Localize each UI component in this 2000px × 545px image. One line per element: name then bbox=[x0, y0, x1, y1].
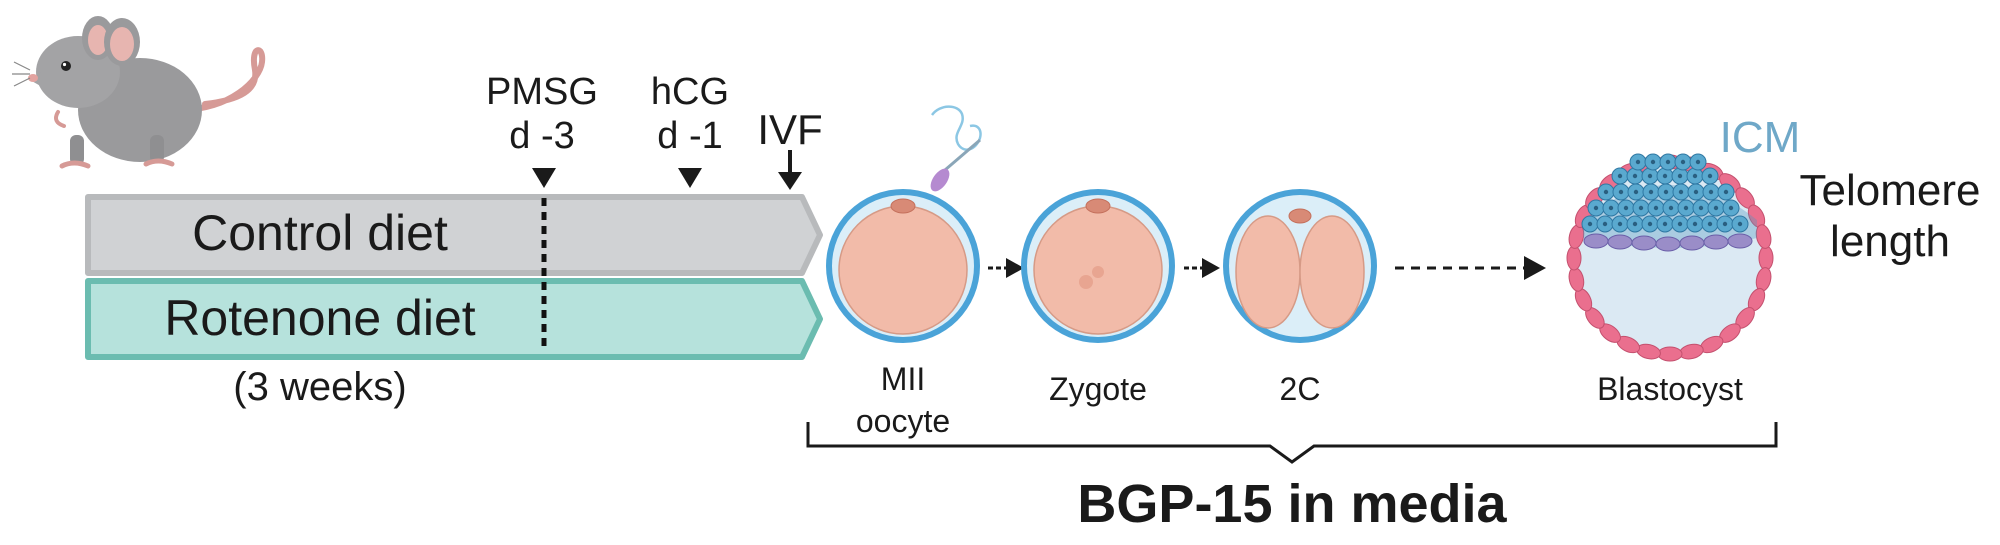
primitive-endoderm-cell bbox=[1703, 234, 1729, 250]
diet-duration-label: (3 weeks) bbox=[233, 365, 406, 409]
primitive-endoderm-cell bbox=[1679, 235, 1705, 251]
icm-nucleus bbox=[1632, 173, 1638, 179]
icm-nucleus bbox=[1650, 159, 1656, 165]
pmsg-marker-icon bbox=[532, 168, 556, 188]
mii-oocyte-icon bbox=[826, 189, 980, 343]
icm-nucleus bbox=[1647, 173, 1653, 179]
sperm-icon bbox=[930, 105, 982, 192]
blastocyst-icon bbox=[1566, 153, 1774, 362]
icm-nucleus bbox=[1695, 159, 1701, 165]
length-label: length bbox=[1830, 217, 1950, 266]
icm-nucleus bbox=[1692, 221, 1698, 227]
icm-nucleus bbox=[1737, 221, 1743, 227]
blastocyst-label: Blastocyst bbox=[1597, 371, 1743, 407]
icm-nucleus bbox=[1677, 221, 1683, 227]
rotenone-diet-bar bbox=[85, 278, 823, 360]
icm-nucleus bbox=[1678, 189, 1684, 195]
icm-nucleus bbox=[1693, 189, 1699, 195]
ivf-arrow-icon bbox=[778, 172, 802, 190]
treatment-bracket bbox=[806, 422, 1778, 464]
stage-arrow-head-icon bbox=[1006, 258, 1024, 278]
icm-label: ICM bbox=[1720, 113, 1801, 162]
icm-nucleus bbox=[1618, 189, 1624, 195]
icm-nucleus bbox=[1707, 173, 1713, 179]
icm-nucleus bbox=[1647, 221, 1653, 227]
icm-nucleus bbox=[1713, 205, 1719, 211]
icm-nucleus bbox=[1677, 173, 1683, 179]
trophectoderm-cell bbox=[1657, 346, 1683, 362]
primitive-endoderm-cell bbox=[1583, 233, 1609, 249]
icm-nucleus bbox=[1663, 189, 1669, 195]
treatment-label: BGP-15 in media bbox=[1077, 474, 1507, 534]
trophectoderm-cell bbox=[1755, 224, 1772, 249]
pmsg-day-label: d -3 bbox=[509, 115, 574, 157]
control-diet-label: Control diet bbox=[192, 205, 448, 261]
icm-nucleus bbox=[1662, 221, 1668, 227]
icm-nucleus bbox=[1680, 159, 1686, 165]
icm-nucleus bbox=[1707, 221, 1713, 227]
icm-nucleus bbox=[1728, 205, 1734, 211]
control-diet-bar bbox=[85, 194, 823, 276]
zygote-label: Zygote bbox=[1049, 371, 1147, 407]
trophectoderm-cell bbox=[1566, 245, 1582, 271]
icm-nucleus bbox=[1683, 205, 1689, 211]
icm-nucleus bbox=[1708, 189, 1714, 195]
icm-nucleus bbox=[1668, 205, 1674, 211]
icm-nucleus bbox=[1603, 189, 1609, 195]
icm-nucleus bbox=[1617, 221, 1623, 227]
icm-nucleus bbox=[1635, 159, 1641, 165]
dashed-arrow-head-icon bbox=[1524, 256, 1546, 280]
icm-nucleus bbox=[1653, 205, 1659, 211]
trophectoderm-cell bbox=[1758, 245, 1774, 271]
hcg-label: hCG bbox=[651, 71, 729, 113]
icm-nucleus bbox=[1722, 221, 1728, 227]
icm-nucleus bbox=[1648, 189, 1654, 195]
icm-nucleus bbox=[1698, 205, 1704, 211]
ivf-label: IVF bbox=[757, 106, 822, 153]
icm-nucleus bbox=[1662, 173, 1668, 179]
icm-nucleus bbox=[1587, 221, 1593, 227]
telomere-label: Telomere bbox=[1800, 166, 1981, 215]
mii-label: MII bbox=[881, 361, 925, 397]
primitive-endoderm-cell bbox=[1607, 234, 1633, 250]
icm-nucleus bbox=[1633, 189, 1639, 195]
icm-nucleus bbox=[1623, 205, 1629, 211]
rotenone-diet-label: Rotenone diet bbox=[164, 290, 475, 346]
icm-nucleus bbox=[1632, 221, 1638, 227]
icm-nucleus bbox=[1593, 205, 1599, 211]
oocyte-label: oocyte bbox=[856, 403, 950, 439]
icm-nucleus bbox=[1638, 205, 1644, 211]
primitive-endoderm-cell bbox=[1655, 236, 1681, 252]
mouse-icon bbox=[12, 16, 266, 169]
hcg-marker-icon bbox=[678, 168, 702, 188]
icm-nucleus bbox=[1692, 173, 1698, 179]
zygote-icon bbox=[1021, 189, 1175, 343]
primitive-endoderm-cell bbox=[1727, 233, 1753, 249]
icm-nucleus bbox=[1617, 173, 1623, 179]
stage-arrow-head-icon bbox=[1202, 258, 1220, 278]
icm-nucleus bbox=[1608, 205, 1614, 211]
primitive-endoderm-cell bbox=[1631, 235, 1657, 251]
two-cell-label: 2C bbox=[1280, 371, 1321, 407]
icm-nucleus bbox=[1665, 159, 1671, 165]
icm-nucleus bbox=[1723, 189, 1729, 195]
hcg-day-label: d -1 bbox=[657, 115, 722, 157]
icm-nucleus bbox=[1602, 221, 1608, 227]
pmsg-label: PMSG bbox=[486, 71, 598, 113]
two-cell-embryo-icon bbox=[1223, 189, 1377, 343]
